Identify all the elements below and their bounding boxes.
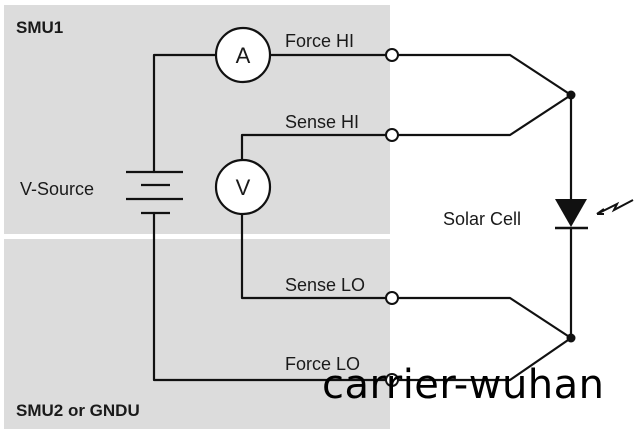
junction-lo-dot <box>566 333 576 343</box>
sense-lo-label: Sense LO <box>285 275 365 295</box>
v-source-label: V-Source <box>20 179 94 199</box>
smu2-gndu-title: SMU2 or GNDU <box>16 401 140 420</box>
smu1-title: SMU1 <box>16 18 63 37</box>
smu2-gndu-panel <box>4 239 390 429</box>
force-hi-label: Force HI <box>285 31 354 51</box>
sense-lo-wire <box>240 211 388 300</box>
force-hi-lead <box>396 53 573 97</box>
voltmeter-label: V <box>236 175 251 200</box>
force-hi-wire <box>152 53 218 174</box>
force-hi-terminal <box>385 48 399 62</box>
sense-lo-lead <box>396 296 573 340</box>
junction-hi-dot <box>566 90 576 100</box>
sense-hi-terminal <box>385 128 399 142</box>
solar-cell-label: Solar Cell <box>443 209 521 229</box>
v-source-battery-icon <box>126 170 183 215</box>
sense-hi-label: Sense HI <box>285 112 359 132</box>
force-lo-lead <box>396 336 573 382</box>
ammeter-label: A <box>236 43 251 68</box>
voltmeter-icon: V <box>214 158 272 216</box>
light-arrow-icon <box>596 199 634 215</box>
force-lo-terminal <box>385 373 399 387</box>
smu1-panel <box>4 5 390 234</box>
watermark-text: carrier-wuhan <box>322 362 605 408</box>
sense-hi-lead <box>396 93 573 137</box>
force-lo-wire <box>152 211 388 382</box>
force-lo-label: Force LO <box>285 354 360 374</box>
solar-cell-diode-icon <box>555 199 588 230</box>
sense-hi-wire <box>240 133 388 162</box>
sense-lo-terminal <box>385 291 399 305</box>
ammeter-icon: A <box>214 26 272 84</box>
